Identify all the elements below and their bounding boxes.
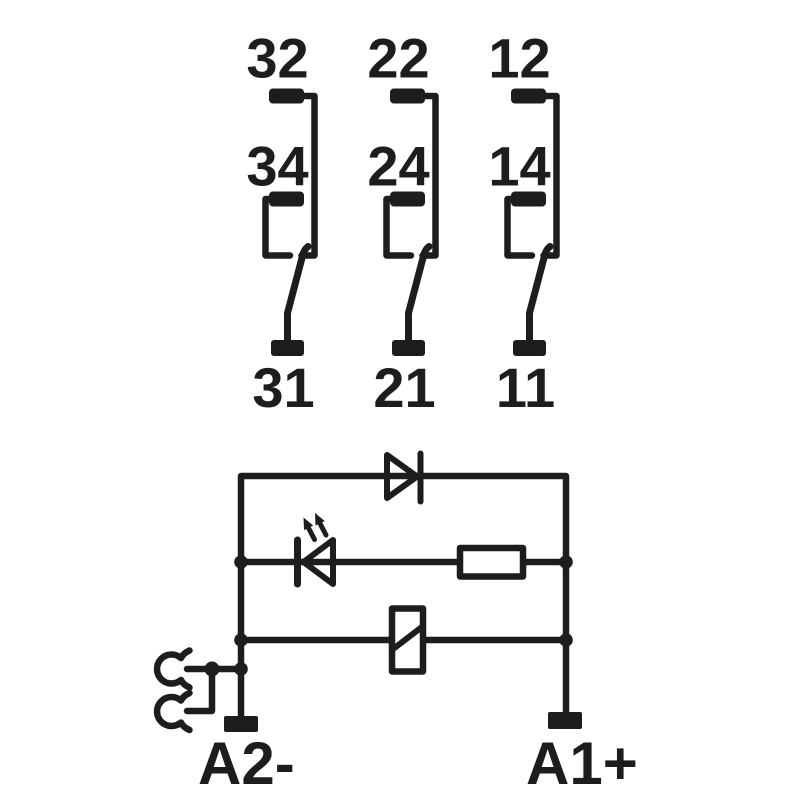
led-emission-arrows-icon (303, 513, 329, 542)
nc-terminal-label: 12 (488, 27, 550, 90)
led-anode-triangle (300, 537, 336, 587)
nc-terminal-label: 22 (367, 27, 429, 90)
no-terminal-label: 34 (246, 135, 308, 198)
socket-contact-icon (153, 647, 220, 734)
emission-arrow-head (303, 517, 314, 531)
junction-dot (559, 633, 573, 647)
emission-arrow-shaft (305, 523, 317, 542)
terminal-bar-a1 (548, 712, 582, 729)
common-terminal-label: 11 (496, 356, 555, 419)
emission-arrow-head (315, 513, 325, 526)
relay-coil-icon (388, 605, 427, 675)
nc-contact-wire (297, 92, 318, 259)
common-terminal-label: 31 (252, 356, 314, 419)
common-terminal-bar (392, 340, 425, 356)
common-terminal-bar (513, 340, 546, 356)
resistor-icon (456, 544, 527, 580)
no-terminal-bar (269, 191, 304, 207)
switch-lever (405, 243, 433, 345)
terminal-a2-label: A2- (198, 730, 295, 797)
nc-terminal-bar (269, 88, 304, 104)
terminal-a1-label: A1+ (526, 730, 638, 797)
no-contact-wire (504, 195, 536, 259)
junction-dot (559, 555, 573, 569)
no-terminal-bar (390, 191, 425, 207)
nc-terminal-bar (390, 88, 425, 104)
no-contact-wire (383, 195, 415, 259)
terminal-bar-a2 (224, 716, 258, 732)
switch-lever (284, 243, 312, 345)
common-terminal-label: 21 (373, 356, 435, 419)
led-icon (294, 513, 336, 588)
junction-dot (234, 633, 248, 647)
nc-contact-wire (539, 92, 560, 259)
coil-circuit: A2- A1+ (153, 450, 638, 797)
switch-lever (526, 243, 554, 345)
junction-dot (234, 662, 248, 676)
junction-dot (234, 555, 248, 569)
socket-claw-upper (153, 647, 193, 691)
diode-icon (384, 450, 424, 505)
coil-diagonal (389, 623, 426, 653)
nc-terminal-label: 32 (246, 27, 308, 90)
socket-claw-lower (153, 689, 193, 734)
no-terminal-label: 24 (367, 135, 429, 198)
contact-group-2: 22 24 21 (367, 27, 439, 419)
nc-contact-wire (418, 92, 439, 259)
socket-link-wire (183, 665, 216, 715)
contact-group-1: 32 34 31 (246, 27, 318, 419)
circuit-frame-wire (237, 472, 570, 724)
no-terminal-label: 14 (488, 135, 550, 198)
no-contact-wire (262, 195, 294, 259)
no-terminal-bar (511, 191, 546, 207)
junction-dot (204, 661, 220, 677)
contact-group-3: 12 14 11 (488, 27, 560, 419)
emission-arrow-shaft (316, 519, 329, 538)
common-terminal-bar (271, 340, 304, 356)
nc-terminal-bar (511, 88, 546, 104)
diode-anode-triangle (384, 452, 420, 501)
